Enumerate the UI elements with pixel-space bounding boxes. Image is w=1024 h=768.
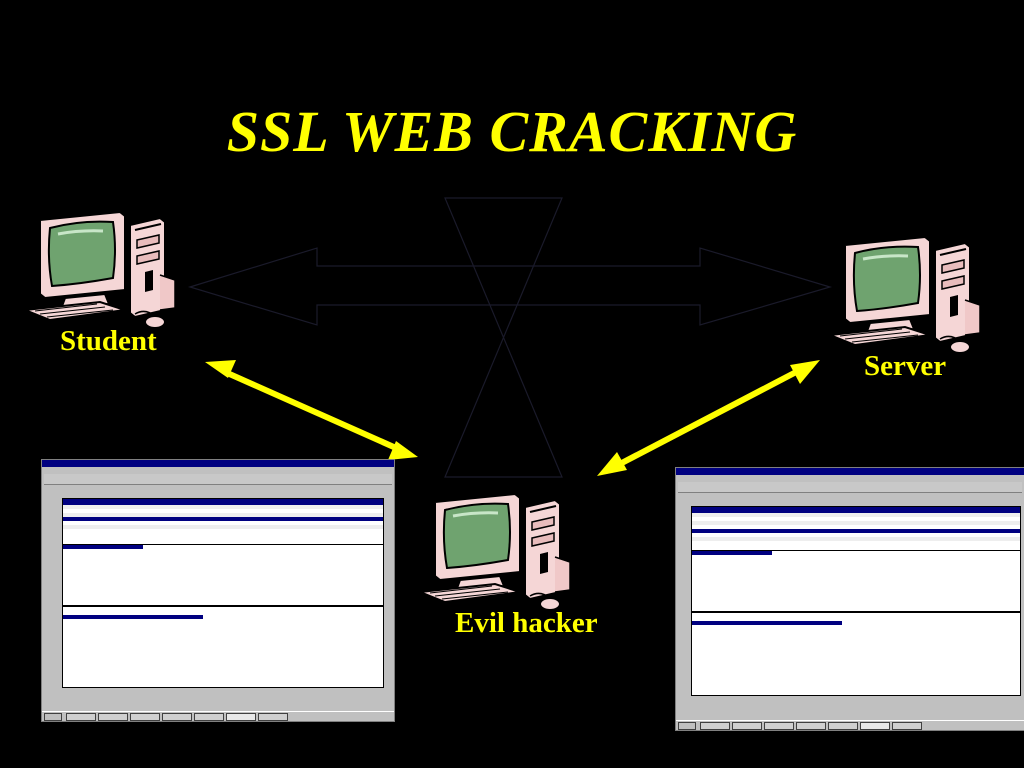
window-menubar xyxy=(42,467,394,473)
hex-dump-pane xyxy=(62,606,384,688)
student-label: Student xyxy=(60,325,157,357)
server-computer-icon xyxy=(828,235,982,355)
hacker-server-arrow xyxy=(597,360,820,476)
window-titlebar xyxy=(42,460,394,467)
faint-direct-arrow xyxy=(187,247,833,326)
hourglass-outline xyxy=(444,197,563,478)
start-button xyxy=(678,722,696,730)
window-toolbar xyxy=(678,482,1022,493)
packet-capture-screenshot-right xyxy=(675,467,1024,731)
hacker-computer-icon xyxy=(418,492,572,612)
packet-capture-screenshot-left xyxy=(41,459,395,722)
packet-list-pane xyxy=(691,506,1021,558)
taskbar xyxy=(676,720,1024,730)
student-hacker-arrow xyxy=(205,360,418,460)
slide-title: SSL WEB CRACKING xyxy=(226,99,798,164)
window-titlebar xyxy=(676,468,1024,475)
window-toolbar xyxy=(44,474,392,485)
window-menubar xyxy=(676,475,1024,481)
taskbar xyxy=(42,711,394,721)
packet-list-pane xyxy=(62,498,384,550)
hacker-label: Evil hacker xyxy=(455,607,598,639)
server-label: Server xyxy=(864,350,947,382)
start-button xyxy=(44,713,62,721)
student-computer-icon xyxy=(23,210,177,330)
hex-dump-pane xyxy=(691,612,1021,696)
packet-detail-pane xyxy=(691,550,1021,612)
packet-detail-pane xyxy=(62,544,384,606)
